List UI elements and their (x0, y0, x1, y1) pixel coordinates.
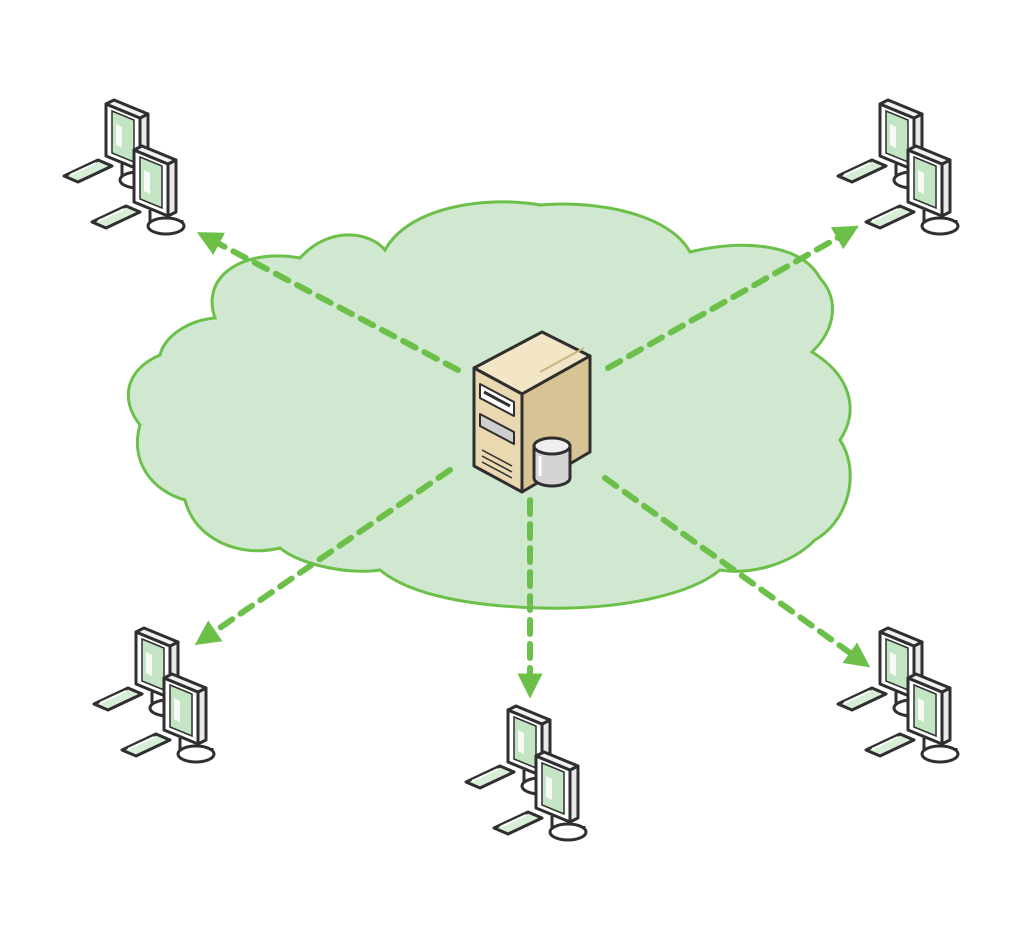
arrow-to-bottom-left (194, 467, 453, 646)
arrow-to-top-left (196, 232, 461, 373)
connection-arrows (194, 225, 871, 699)
workstation-bottom-right-icon (838, 628, 958, 762)
database-disk-icon (532, 436, 572, 488)
workstation-top-left-icon (64, 100, 184, 234)
arrow-to-bottom-right (602, 475, 871, 668)
arrow-to-top-right (605, 225, 859, 371)
workstation-top-right-icon (838, 100, 958, 234)
workstation-bottom-center-icon (466, 706, 586, 840)
workstation-bottom-left-icon (94, 628, 214, 762)
